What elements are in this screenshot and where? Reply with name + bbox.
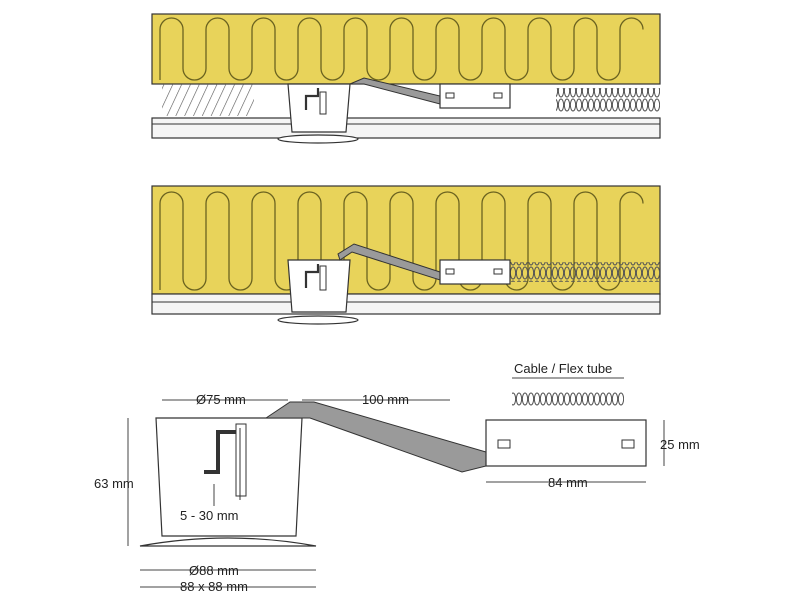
height-label: 63 mm (94, 476, 134, 491)
spring-clip-large (204, 430, 236, 474)
ceiling-thickness-label: 5 - 30 mm (180, 508, 239, 523)
housing-flange-large (139, 537, 317, 547)
bottom-diameter-label: Ø88 mm (189, 563, 239, 578)
housing-middle (287, 259, 351, 313)
insulation-waves-top (159, 17, 644, 81)
junction-box-large (485, 419, 647, 467)
spring-clip-top (304, 88, 320, 110)
housing-top (287, 83, 351, 133)
spring-clip-middle (304, 264, 320, 288)
housing-flange-top (277, 134, 359, 144)
panel-dimensions: Cable / Flex tube Ø75 mm 100 mm 63 mm 25… (94, 361, 700, 594)
panel-top (151, 13, 661, 144)
top-diameter-label: Ø75 mm (196, 392, 246, 407)
junction-length-label: 84 mm (548, 475, 588, 490)
housing-flange-middle (277, 315, 359, 325)
square-size-label: 88 x 88 mm (180, 579, 248, 594)
insulation-top (151, 13, 661, 85)
cable-sample (512, 392, 624, 406)
panel-middle (151, 185, 661, 325)
ceiling-board-top (151, 117, 661, 139)
cable-coil-middle (508, 262, 660, 282)
arm-length-label: 100 mm (362, 392, 409, 407)
ceiling-board-middle (151, 293, 661, 315)
cable-label: Cable / Flex tube (514, 361, 612, 376)
joist-left-top (162, 84, 254, 116)
junction-height-label: 25 mm (660, 437, 700, 452)
insulation-waves-middle (159, 191, 644, 291)
housing-large (155, 417, 303, 537)
cable-coil-top (556, 88, 660, 112)
